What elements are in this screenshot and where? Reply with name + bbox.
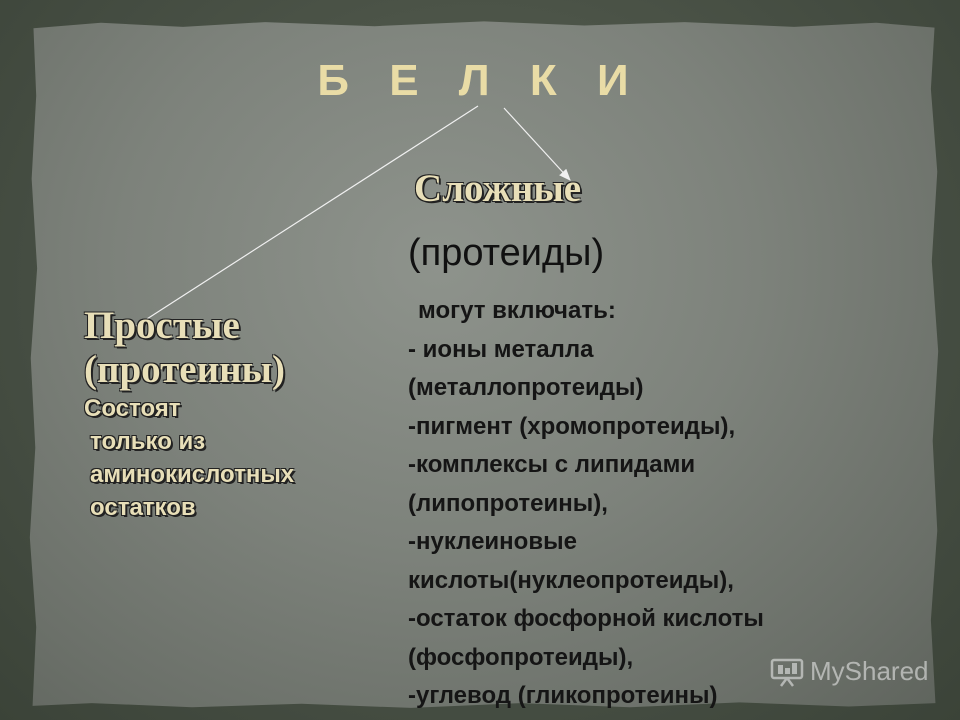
list-item: -остаток фосфорной кислоты: [408, 605, 764, 632]
list-item: кислоты(нуклеопротеиды),: [408, 566, 734, 594]
arrow-to-simple: [135, 105, 479, 327]
simple-desc-line: Состоят: [84, 395, 181, 422]
list-item: -нуклеиновые: [408, 528, 577, 555]
simple-desc-line: аминокислотных: [90, 461, 295, 488]
paper-background: [29, 21, 939, 708]
simple-proteins-block: Простые (протеины) Состоят только из ами…: [84, 304, 384, 524]
list-item: (фосфопротеиды),: [408, 643, 634, 671]
simple-heading: Простые: [84, 304, 240, 347]
list-item: -углевод (гликопротеины): [408, 682, 718, 709]
complex-heading: Сложные: [414, 167, 582, 210]
simple-description: Состоят только из аминокислотных остатко…: [84, 392, 384, 524]
watermark-text: MyShared: [810, 656, 929, 686]
watermark: MyShared: [770, 656, 929, 687]
list-item: -комплексы с липидами: [408, 451, 696, 478]
presentation-board-icon: [770, 658, 804, 687]
complex-components-list: могут включать: - ионы металла (металлоп…: [408, 292, 948, 716]
list-item: -пигмент (хромопротеиды),: [408, 412, 736, 440]
simple-desc-line: остатков: [90, 494, 196, 521]
list-item: (металлопротеиды): [408, 374, 644, 401]
arrow-to-complex: [503, 107, 571, 181]
list-item: могут включать:: [418, 297, 616, 324]
simple-desc-line: только из: [90, 428, 206, 455]
simple-subheading: (протеины): [84, 348, 285, 391]
list-item: (липопротеины),: [408, 489, 608, 517]
complex-subheading: (протеиды): [408, 232, 605, 274]
list-item: - ионы металла: [408, 335, 594, 363]
slide-title: Б Е Л К И: [317, 56, 643, 105]
